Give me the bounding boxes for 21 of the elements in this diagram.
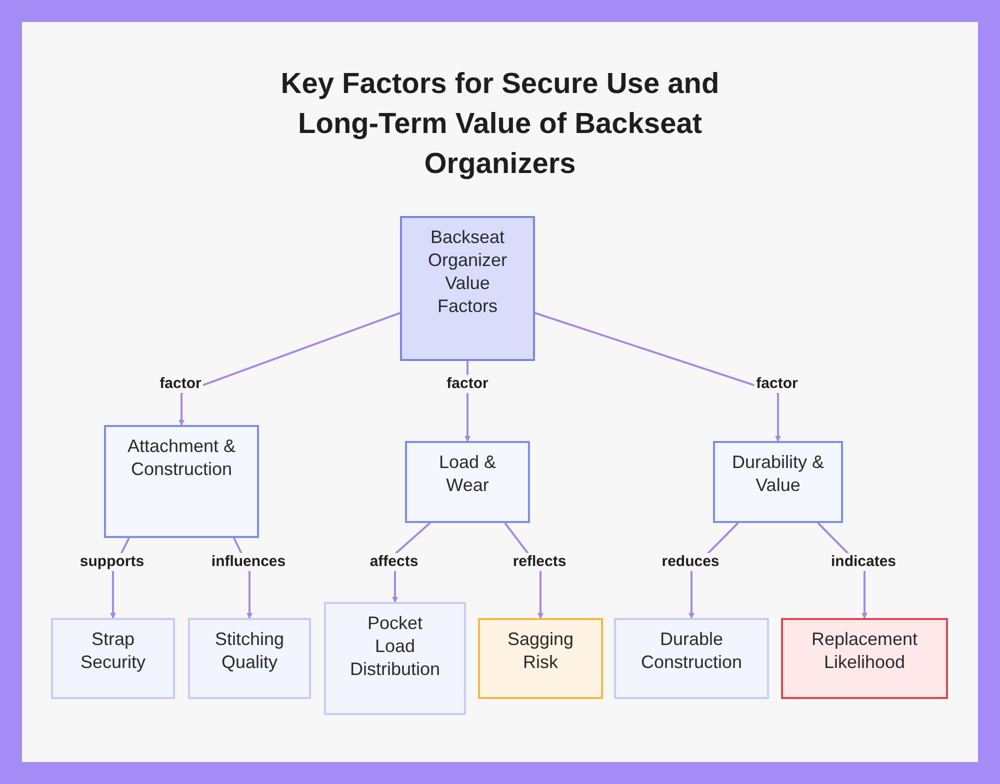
edge-label: factor	[158, 375, 204, 393]
factor-box: Durable Construction	[614, 618, 769, 699]
edge-label: factor	[444, 375, 490, 393]
factor-box: Strap Security	[51, 618, 175, 699]
edge-label: supports	[78, 553, 146, 571]
connector-arrow	[178, 312, 400, 426]
factor-box: Stitching Quality	[188, 618, 311, 699]
edge-label: reduces	[660, 553, 722, 571]
factor-box: Attachment & Construction	[104, 425, 259, 538]
factor-box: Load & Wear	[405, 441, 530, 523]
edge-label: influences	[209, 553, 288, 571]
factor-box: Durability & Value	[713, 441, 843, 523]
connector-arrow	[534, 312, 781, 442]
edge-label: factor	[754, 375, 800, 393]
factor-box: Sagging Risk	[478, 618, 603, 699]
root-node-box: Backseat Organizer Value Factors	[400, 216, 535, 361]
edge-label: reflects	[510, 553, 568, 571]
diagram-title: Key Factors for Secure Use and Long-Term Value of Backseat Organizers	[280, 67, 720, 182]
factor-box: Replacement Likelihood	[781, 618, 948, 699]
edge-label: affects	[368, 553, 420, 571]
factor-box: Pocket Load Distribution	[324, 602, 466, 715]
